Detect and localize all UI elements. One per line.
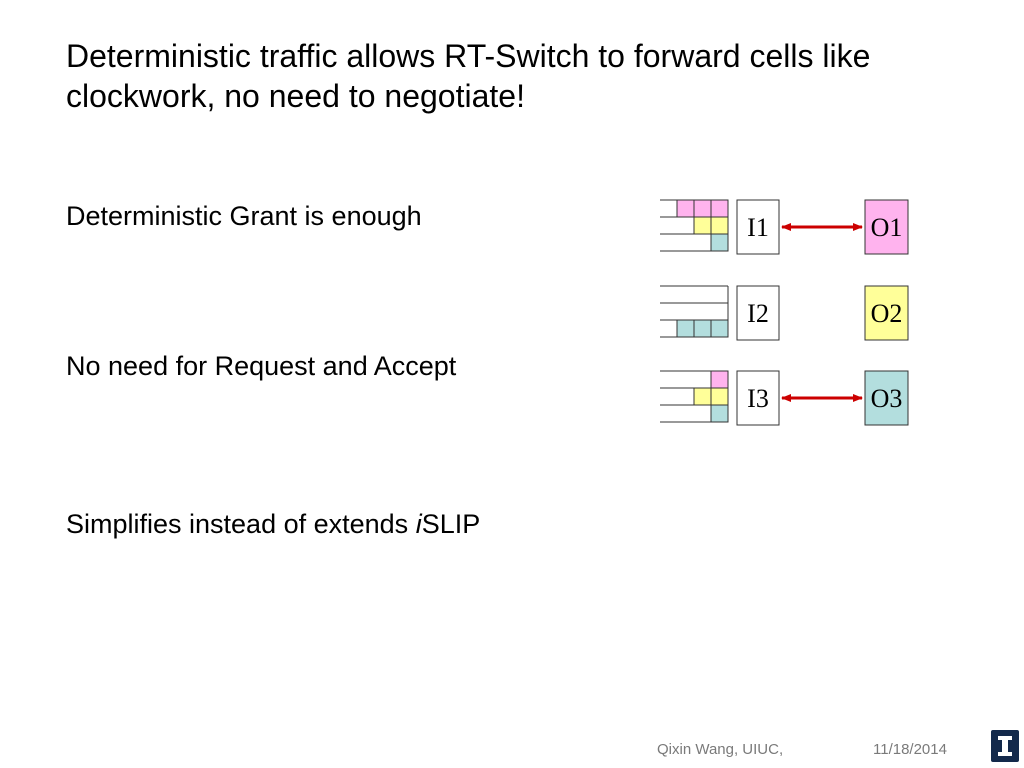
bullet-deterministic-grant: Deterministic Grant is enough [66, 201, 422, 231]
queue-cell-yellow [693, 387, 712, 406]
input-port-label: I3 [747, 384, 769, 413]
input-port-1 [736, 199, 780, 255]
footer-author: Qixin Wang, UIUC, [657, 741, 784, 758]
bullet-no-request-accept: No need for Request and Accept [66, 351, 457, 381]
queue-cell-cyan [693, 319, 712, 338]
queue-cell-pink [710, 370, 729, 389]
output-port-label: O3 [871, 384, 903, 413]
bullet-simplifies-islip: Simplifies instead of extends iSLIP [66, 508, 480, 540]
queue-cell-yellow [710, 387, 729, 406]
queue-cell-cyan [710, 319, 729, 338]
queue-cell-cyan [710, 233, 729, 252]
input-port-label: I2 [747, 299, 769, 328]
queue-cell-yellow [710, 216, 729, 235]
input-port-3 [736, 370, 780, 426]
output-port-1 [864, 199, 909, 255]
bullet-prefix: Simplifies instead of extends [66, 509, 416, 539]
footer-date: 11/18/2014 [873, 741, 947, 758]
input-port-2 [736, 285, 780, 341]
university-logo-icon [991, 730, 1019, 762]
queue-cell-pink [676, 199, 695, 218]
queue-cell-cyan [710, 404, 729, 423]
queue-cell-cyan [676, 319, 695, 338]
slide-title: Deterministic traffic allows RT-Switch t… [66, 38, 871, 114]
queue-cell-pink [710, 199, 729, 218]
output-port-3 [864, 370, 909, 426]
queue-cell-pink [693, 199, 712, 218]
queue-cell-yellow [693, 216, 712, 235]
bullet-suffix: SLIP [421, 509, 481, 539]
input-port-label: I1 [747, 213, 769, 242]
output-port-label: O1 [871, 213, 903, 242]
output-port-label: O2 [871, 299, 903, 328]
bullet-italic-i: i [415, 509, 422, 539]
output-port-2 [864, 285, 909, 341]
